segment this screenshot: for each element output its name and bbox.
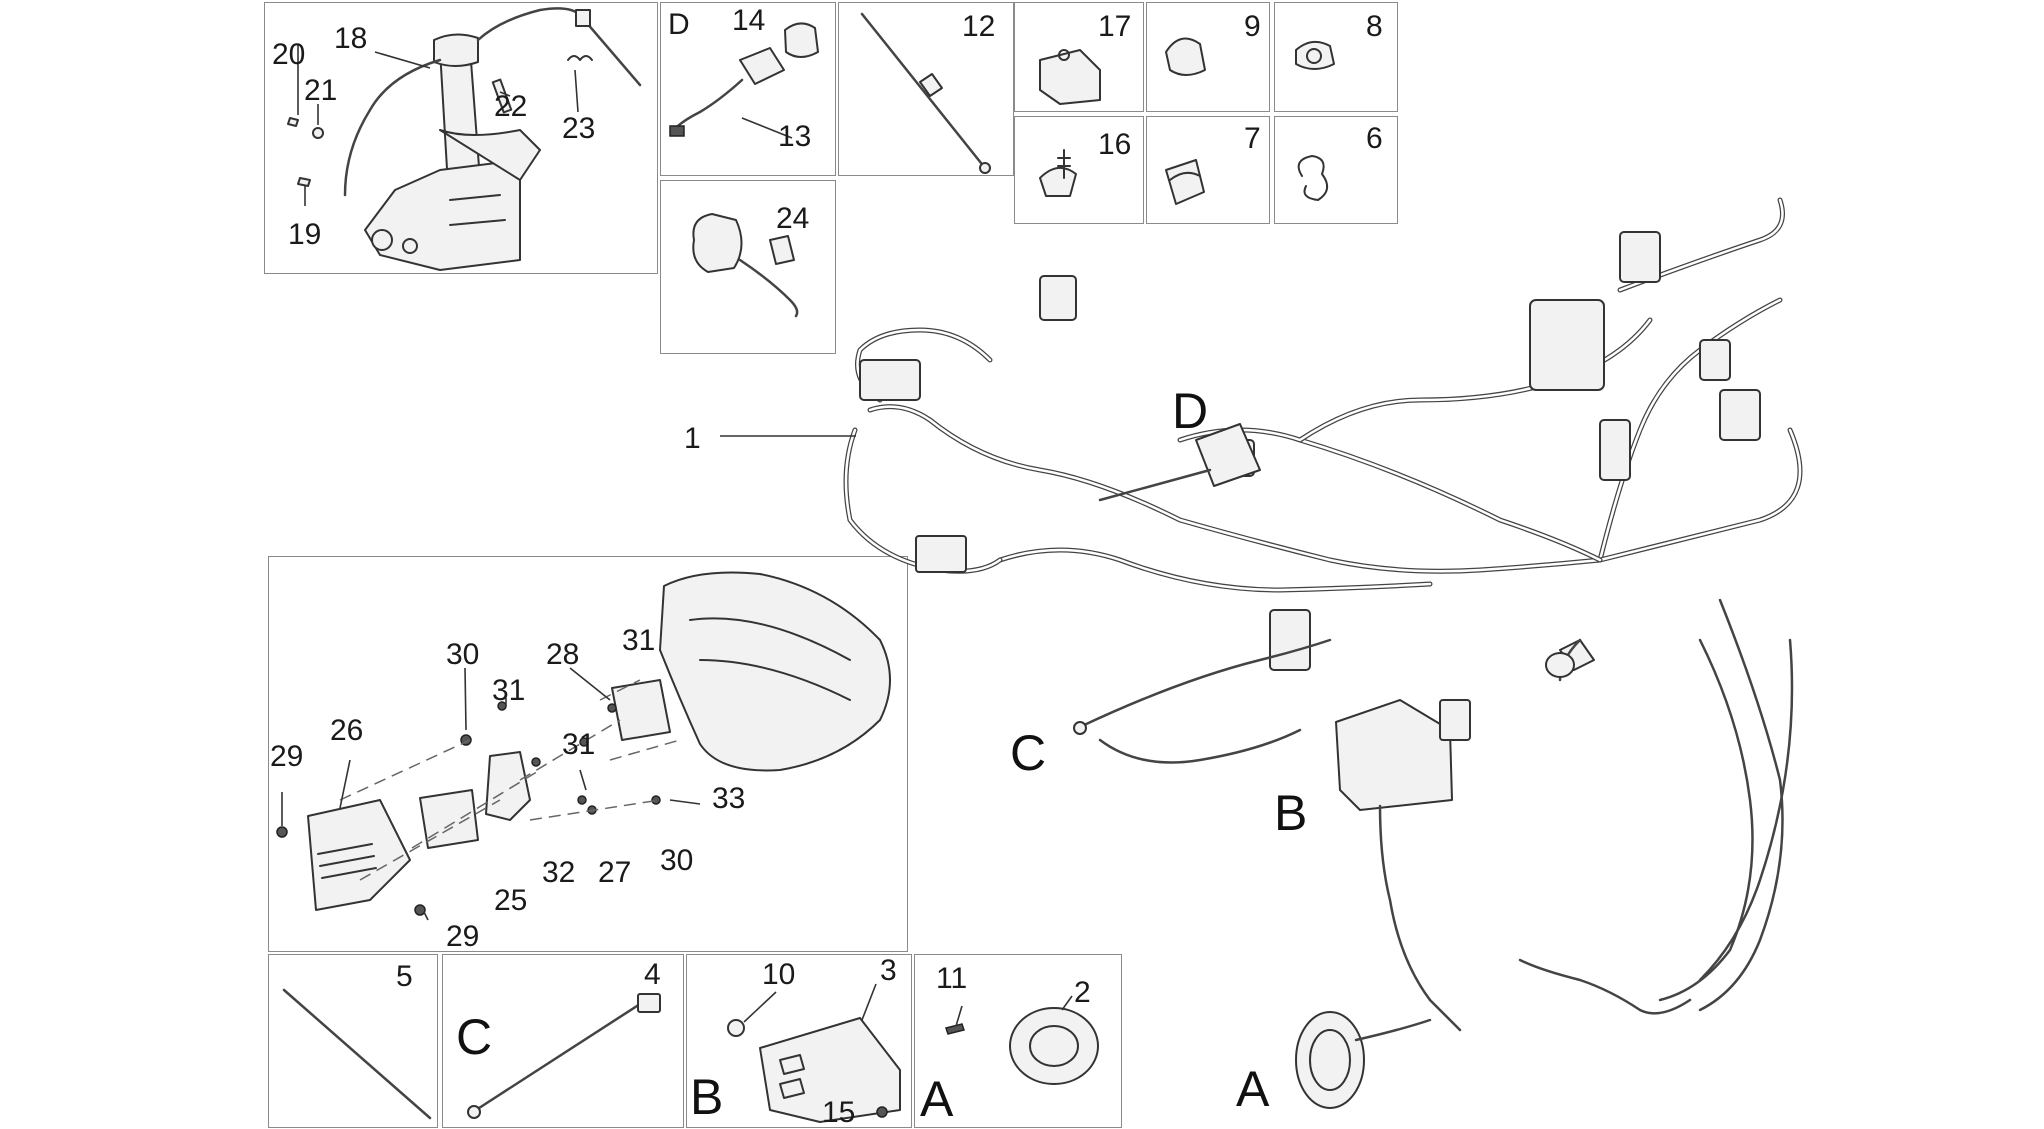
- label-31a: 31: [492, 674, 526, 707]
- label-11: 11: [936, 962, 968, 995]
- module-b-drawing: [727, 1017, 901, 1123]
- clip-16-drawing: [1039, 149, 1077, 197]
- headlight-assembly-drawing: [276, 571, 891, 916]
- label-5: 5: [396, 960, 413, 993]
- label-21: 21: [304, 74, 338, 107]
- label-8: 8: [1366, 10, 1383, 43]
- label-7: 7: [1244, 122, 1261, 155]
- label-19: 19: [288, 218, 322, 251]
- label-20: 20: [272, 38, 306, 71]
- label-4: 4: [644, 958, 661, 991]
- label-2: 2: [1074, 976, 1091, 1009]
- clip-9-drawing: [1165, 37, 1206, 76]
- label-1: 1: [684, 422, 701, 455]
- label-29b: 29: [446, 920, 480, 953]
- label-13: 13: [778, 120, 812, 153]
- panel-8: [1274, 2, 1398, 112]
- main-harness-drawing: [843, 197, 1803, 1109]
- cable-4-drawing: [467, 993, 661, 1119]
- clip-6-drawing: [1297, 155, 1329, 201]
- label-22: 22: [494, 90, 528, 123]
- label-26: 26: [330, 714, 364, 747]
- horn-a-drawing: [945, 995, 1099, 1085]
- d-connector-drawing: [669, 22, 819, 137]
- label-30b: 30: [660, 844, 694, 877]
- label-16: 16: [1098, 128, 1132, 161]
- callout-c-main: C: [1010, 725, 1047, 781]
- label-3: 3: [880, 954, 897, 987]
- label-9: 9: [1244, 10, 1261, 43]
- panel-16: [1014, 116, 1144, 224]
- label-15: 15: [822, 1096, 856, 1129]
- callout-a-main: A: [1236, 1061, 1270, 1117]
- label-30a: 30: [446, 638, 480, 671]
- panel-4: [442, 954, 684, 1128]
- callout-c-box: C: [456, 1009, 493, 1065]
- fork-assembly-drawing: [287, 7, 642, 271]
- clip-17-drawing: [1039, 49, 1101, 105]
- label-12: 12: [962, 10, 996, 43]
- label-25: 25: [494, 884, 528, 917]
- callout-b-box: B: [690, 1069, 724, 1125]
- label-31c: 31: [562, 728, 596, 761]
- label-31b: 31: [622, 624, 656, 657]
- label-6: 6: [1366, 122, 1383, 155]
- label-28: 28: [546, 638, 580, 671]
- callout-b-main: B: [1274, 785, 1308, 841]
- label-10: 10: [762, 958, 796, 991]
- cable-12-drawing: [860, 12, 991, 174]
- clamp-8-drawing: [1295, 40, 1335, 70]
- panel-6: [1274, 116, 1398, 224]
- label-17: 17: [1098, 10, 1132, 43]
- cable-tie-5-drawing: [282, 988, 432, 1120]
- panel-24: [660, 180, 836, 354]
- label-32: 32: [542, 856, 576, 889]
- label-27: 27: [598, 856, 632, 889]
- label-18: 18: [334, 22, 368, 55]
- label-33: 33: [712, 782, 746, 815]
- callout-d-box: D: [668, 8, 690, 41]
- label-14: 14: [732, 4, 766, 37]
- label-29a: 29: [270, 740, 304, 773]
- label-24: 24: [776, 202, 810, 235]
- sensor-24-drawing: [692, 213, 799, 318]
- clip-7-drawing: [1165, 159, 1205, 205]
- callout-a-box: A: [920, 1071, 954, 1127]
- label-23: 23: [562, 112, 596, 145]
- callout-d-main: D: [1172, 383, 1209, 439]
